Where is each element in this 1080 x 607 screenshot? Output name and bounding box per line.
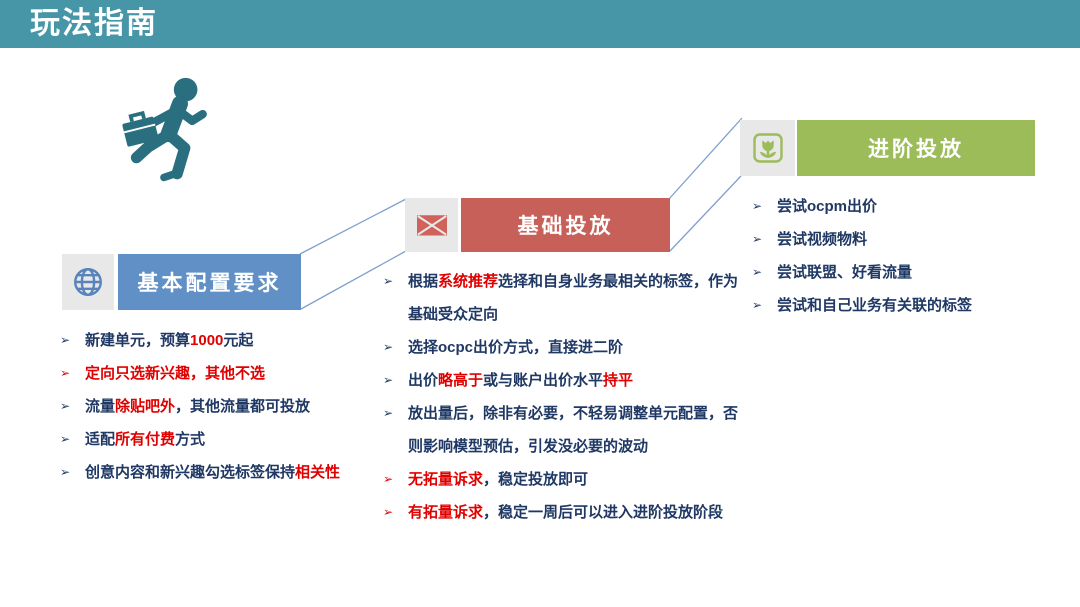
header-bar: 玩法指南 (0, 0, 1080, 48)
arrow-bullet-icon: ➢ (383, 505, 394, 519)
bullet-text-segment: ，稳定一周后可以进入进阶投放阶段 (483, 504, 724, 521)
bullet-text-segment: 新建单元，预算 (85, 332, 191, 349)
arrow-bullet-icon: ➢ (752, 232, 763, 246)
bullet-item: ➢ 尝试联盟、好看流量 (752, 256, 1054, 289)
bullet-text-segment: 尝试和自己业务有关联的标签 (777, 297, 973, 314)
running-person-icon (122, 77, 207, 182)
bullet-text-segment: 系统推荐 (438, 273, 499, 290)
bullet-item: ➢ 流量除贴吧外，其他流量都可投放 (60, 390, 382, 423)
bullet-text-segment: 流量 (85, 398, 116, 415)
globe-icon (62, 254, 114, 310)
bullet-text-segment: 出价 (408, 372, 439, 389)
step-basic-config: 基本配置要求 (62, 254, 301, 310)
step-basic-delivery: 基础投放 (405, 198, 670, 252)
bullet-text-segment: 创意内容和新兴趣勾选标签保持 (85, 464, 296, 481)
bullet-item: ➢ 选择ocpc出价方式，直接进二阶 (383, 331, 749, 364)
bullet-list-advanced-delivery: ➢ 尝试ocpm出价 ➢ 尝试视频物料 ➢ 尝试联盟、好看流量 ➢ 尝试和自己业务有关联的标签 (752, 190, 1054, 322)
arrow-bullet-icon: ➢ (752, 298, 763, 312)
bullet-text-segment: 持平 (603, 372, 634, 389)
bullet-item: ➢ 新建单元，预算1000元起 (60, 324, 382, 357)
arrow-bullet-icon: ➢ (383, 373, 394, 387)
step-title-basic-config: 基本配置要求 (118, 254, 301, 310)
bullet-text-segment: 所有付费 (115, 431, 176, 448)
arrow-bullet-icon: ➢ (383, 340, 394, 354)
bullet-list-basic-delivery: ➢ 根据系统推荐选择和自身业务最相关的标签，作为基础受众定向 ➢ 选择ocpc出价方式… (383, 265, 749, 529)
bullet-list-basic-config: ➢ 新建单元，预算1000元起 ➢ 定向只选新兴趣，其他不选 ➢ 流量除贴吧外，其他流量都… (60, 324, 382, 489)
arrow-bullet-icon: ➢ (60, 465, 71, 479)
bullet-text-segment: ，其他流量都可投放 (175, 398, 311, 415)
page-title: 玩法指南 (30, 7, 158, 40)
step-title-basic-delivery: 基础投放 (461, 198, 670, 252)
bullet-item: ➢ 创意内容和新兴趣勾选标签保持相关性 (60, 456, 382, 489)
arrow-bullet-icon: ➢ (60, 432, 71, 446)
arrow-bullet-icon: ➢ (60, 333, 71, 347)
step-advanced-delivery: 进阶投放 (740, 120, 1035, 176)
arrow-bullet-icon: ➢ (752, 199, 763, 213)
bullet-text-segment: 略高于 (438, 372, 484, 389)
envelope-icon (405, 198, 458, 252)
bullet-text-segment: 放出量后，除非有必要，不轻易调整单元配置，否则影响模型预估，引发没必要的波动 (408, 405, 739, 455)
bullet-text-segment: 尝试联盟、好看流量 (777, 264, 913, 281)
bullet-text-segment: 根据 (408, 273, 439, 290)
arrow-bullet-icon: ➢ (383, 274, 394, 288)
bullet-text-segment: 适配 (85, 431, 116, 448)
bullet-item: ➢ 定向只选新兴趣，其他不选 (60, 357, 382, 390)
arrow-bullet-icon: ➢ (383, 472, 394, 486)
bullet-item: ➢ 出价略高于或与账户出价水平持平 (383, 364, 749, 397)
bullet-item: ➢ 有拓量诉求，稳定一周后可以进入进阶投放阶段 (383, 496, 749, 529)
bullet-item: ➢ 尝试和自己业务有关联的标签 (752, 289, 1054, 322)
bullet-text-segment: 元起 (223, 332, 254, 349)
bullet-text-segment: 定向只选新兴趣，其他不选 (85, 365, 266, 382)
bullet-text-segment: 尝试ocpm出价 (777, 198, 878, 215)
flower-icon (740, 120, 795, 176)
bullet-text-segment: ，稳定投放即可 (483, 471, 589, 488)
arrow-bullet-icon: ➢ (383, 406, 394, 420)
arrow-bullet-icon: ➢ (752, 265, 763, 279)
bullet-text-segment: 1000 (190, 332, 224, 349)
arrow-bullet-icon: ➢ (60, 366, 71, 380)
arrow-bullet-icon: ➢ (60, 399, 71, 413)
bullet-text-segment: 尝试视频物料 (777, 231, 868, 248)
bullet-text-segment: 除贴吧外 (115, 398, 176, 415)
bullet-item: ➢ 尝试ocpm出价 (752, 190, 1054, 223)
bullet-text-segment: 无拓量诉求 (408, 471, 484, 488)
bullet-text-segment: 选择ocpc出价方式，直接进二阶 (408, 339, 624, 356)
bullet-item: ➢ 尝试视频物料 (752, 223, 1054, 256)
bullet-text-segment: 有拓量诉求 (408, 504, 484, 521)
bullet-text-segment: 选择和自身业务最相关的标签，作为基础受众定向 (408, 273, 739, 323)
bullet-item: ➢ 适配所有付费方式 (60, 423, 382, 456)
bullet-item: ➢ 无拓量诉求，稳定投放即可 (383, 463, 749, 496)
bullet-text-segment: 相关性 (295, 464, 341, 481)
bullet-item: ➢ 放出量后，除非有必要，不轻易调整单元配置，否则影响模型预估，引发没必要的波动 (383, 397, 749, 463)
step-title-advanced-delivery: 进阶投放 (797, 120, 1035, 176)
bullet-text-segment: 方式 (175, 431, 206, 448)
bullet-item: ➢ 根据系统推荐选择和自身业务最相关的标签，作为基础受众定向 (383, 265, 749, 331)
bullet-text-segment: 或与账户出价水平 (483, 372, 604, 389)
